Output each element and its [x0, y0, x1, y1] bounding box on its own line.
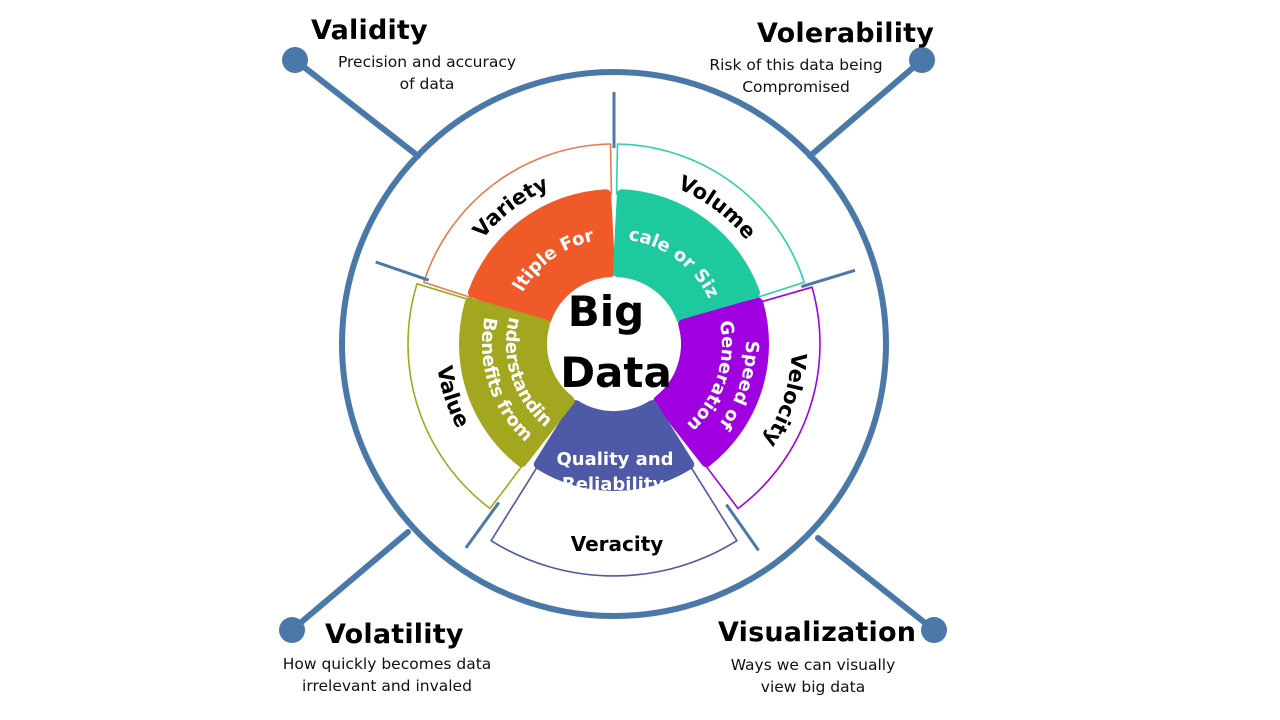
wedge-variety: [468, 189, 616, 325]
node-volatility: [279, 617, 305, 643]
center-title-line1: Big: [567, 287, 645, 336]
visualization-title: Visualization: [718, 617, 917, 648]
volerability-title: Volerability: [757, 18, 935, 49]
wedge-veracity: [533, 400, 695, 491]
corner-connectors: [279, 47, 947, 643]
volerability-desc-1: Risk of this data being: [709, 56, 883, 74]
volerability-desc-2: Compromised: [742, 78, 850, 96]
inner-veracity-1: Quality and: [556, 449, 673, 470]
divider-4: [375, 260, 430, 282]
wedge-velocity: [653, 297, 769, 468]
visualization-desc-2: view big data: [760, 678, 866, 696]
divider-1: [800, 268, 856, 289]
center-title-line2: Data: [560, 348, 672, 397]
wedge-volume: [612, 189, 760, 325]
label-veracity: Veracity: [571, 532, 664, 556]
volatility-title: Volatility: [325, 619, 464, 650]
node-volerability: [909, 47, 935, 73]
connector-volerability: [807, 57, 925, 159]
wedge-value: [459, 297, 575, 468]
validity-desc-1: Precision and accuracy: [337, 53, 517, 71]
validity-desc-2: of data: [399, 75, 455, 93]
connector-validity: [292, 57, 421, 159]
outer-ring: [339, 69, 889, 619]
node-validity: [282, 47, 308, 73]
volatility-desc-1: How quickly becomes data: [282, 655, 492, 673]
segment-wedges: [459, 189, 769, 491]
node-visualization: [921, 617, 947, 643]
connector-visualization: [815, 535, 937, 633]
validity-title: Validity: [311, 15, 428, 46]
divider-2: [725, 503, 760, 552]
connector-volatility: [289, 529, 411, 633]
segment-dividers: [375, 92, 856, 552]
volatility-desc-2: irrelevant and invaled: [302, 677, 472, 695]
divider-3: [464, 501, 501, 549]
inner-veracity-2: Reliability: [562, 474, 665, 495]
visualization-desc-1: Ways we can visually: [730, 656, 896, 674]
